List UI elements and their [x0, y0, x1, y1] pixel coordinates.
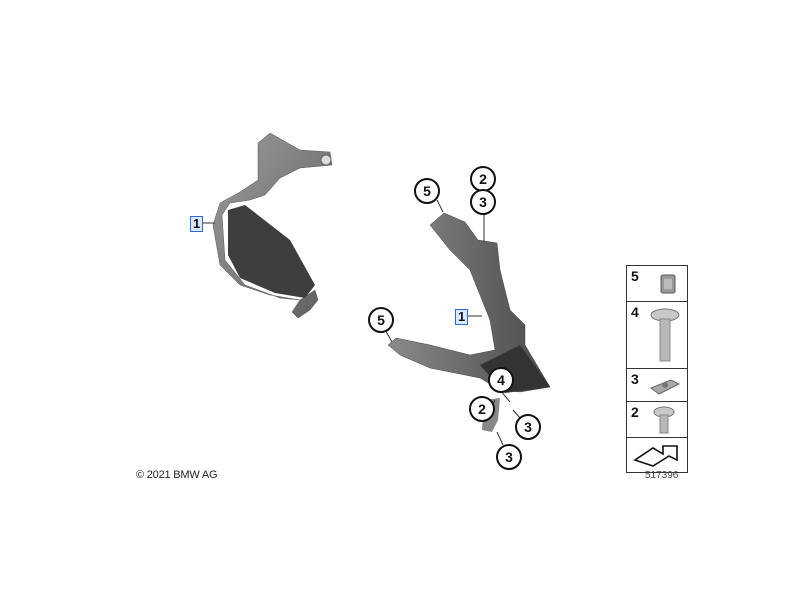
- callout-3-right: 3: [515, 414, 541, 440]
- hardware-legend: 5 4 3 2: [626, 265, 688, 473]
- legend-item-torx-bolt-long: 4: [627, 302, 687, 369]
- callout-3-top: 3: [470, 189, 496, 215]
- spring-nut-icon: [649, 379, 681, 395]
- callout-2-bottom: 2: [469, 396, 495, 422]
- legend-item-torx-screw-short: 2: [627, 402, 687, 438]
- copyright-text: © 2021 BMW AG: [136, 469, 218, 481]
- left-trim-panel: [201, 132, 333, 319]
- arrow-outline-icon: [633, 445, 678, 467]
- torx-screw-short-icon: [653, 406, 675, 434]
- legend-item-spring-nut: 3: [627, 369, 687, 402]
- callout-5-left: 5: [368, 307, 394, 333]
- right-part-label: 1: [455, 309, 469, 325]
- callout-3-bottom: 3: [496, 444, 522, 470]
- legend-item-arrow: [627, 438, 687, 472]
- part-number: 517396: [645, 470, 679, 481]
- clip-nut-icon: [660, 274, 676, 294]
- left-part-label: 1: [190, 216, 204, 232]
- callout-4: 4: [488, 367, 514, 393]
- torx-bolt-long-icon: [650, 308, 680, 362]
- callout-5-top: 5: [414, 178, 440, 204]
- legend-item-clip-nut: 5: [627, 266, 687, 302]
